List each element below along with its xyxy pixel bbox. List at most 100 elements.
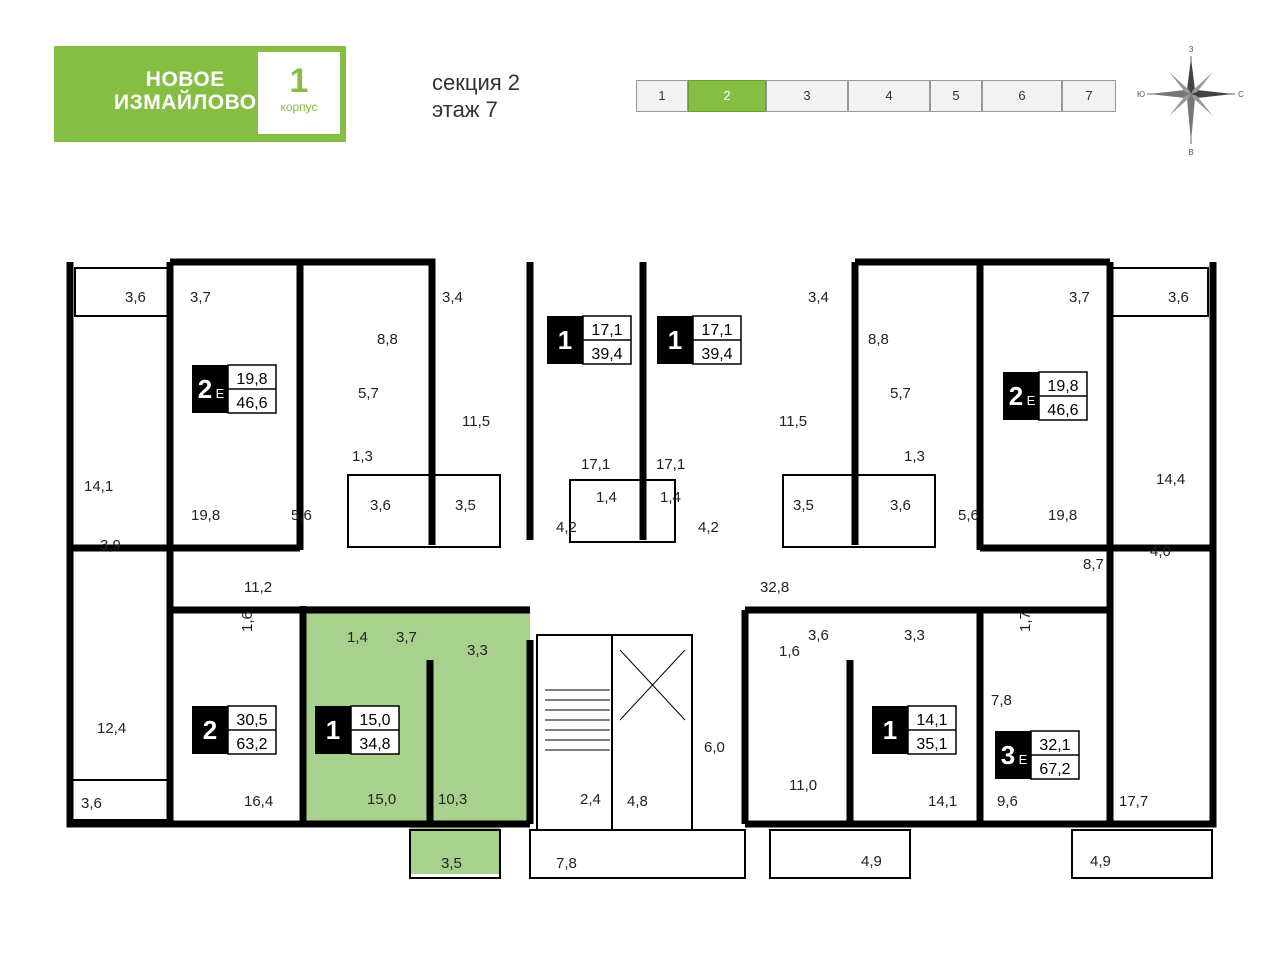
room-area: 14,1 (84, 478, 113, 495)
room-area: 3,6 (125, 289, 146, 306)
room-area: 11,0 (789, 777, 817, 794)
building-label: корпус (280, 100, 318, 114)
room-area: 1,3 (904, 448, 925, 465)
room-area: 14,4 (1156, 471, 1185, 488)
room-area: 16,4 (244, 793, 273, 810)
section-tab-1[interactable]: 1 (636, 80, 688, 112)
room-area: 1,7 (1017, 611, 1034, 632)
apt-rooms: 1 (668, 325, 682, 355)
compass-icon: З В Ю С (1137, 45, 1244, 156)
section-tab-5[interactable]: 5 (930, 80, 982, 112)
room-area: 4,9 (1090, 853, 1111, 870)
apt-rooms: 1 (326, 715, 340, 745)
apt-total-area: 46,6 (236, 395, 267, 412)
room-area: 7,8 (991, 692, 1012, 709)
apt-suffix: Е (1027, 393, 1036, 408)
compass-south: В (1188, 148, 1193, 156)
apt-rooms: 2 (203, 715, 217, 745)
room-area: 5,7 (358, 385, 379, 402)
room-area: 3,6 (808, 627, 829, 644)
room-area: 1,4 (347, 629, 368, 646)
apartment-badge[interactable]: 3 Е 32,1 67,2 (995, 730, 1080, 780)
apt-rooms: 1 (558, 325, 572, 355)
room-area: 12,4 (97, 720, 126, 737)
room-area: 3,6 (1168, 289, 1189, 306)
room-area: 9,6 (997, 793, 1018, 810)
room-area: 1,3 (352, 448, 373, 465)
room-area: 3,5 (455, 497, 476, 514)
apt-rooms: 1 (883, 715, 897, 745)
apartment-badge[interactable]: 1 17,1 39,4 (547, 315, 632, 365)
apt-living-area: 19,8 (1047, 378, 1078, 395)
room-area: 3,5 (441, 855, 462, 872)
staircase (545, 649, 686, 751)
room-area: 4,9 (861, 853, 882, 870)
room-area-labels: 3,6 3,7 3,4 3,4 3,7 3,6 8,8 8,8 5,7 5,7 … (81, 289, 1189, 872)
room-area: 1,6 (239, 611, 256, 632)
section-label: секция 2 (432, 70, 521, 95)
compass-north: З (1189, 45, 1194, 54)
room-area: 1,4 (660, 489, 681, 506)
logo-title: НОВОЕ ИЗМАЙЛОВО (114, 68, 257, 114)
room-area: 2,4 (580, 791, 601, 808)
section-tab-2[interactable]: 2 (688, 80, 766, 112)
room-area: 7,8 (556, 855, 577, 872)
room-area: 6,0 (704, 739, 725, 756)
apt-total-area: 39,4 (591, 346, 622, 363)
room-area: 14,1 (928, 793, 957, 810)
room-area: 8,8 (377, 331, 398, 348)
room-area: 3,5 (793, 497, 814, 514)
room-area: 1,4 (596, 489, 617, 506)
room-area: 3,4 (442, 289, 463, 306)
section-tab-6[interactable]: 6 (982, 80, 1062, 112)
room-area: 1,6 (779, 643, 800, 660)
room-area: 3,3 (904, 627, 925, 644)
room-area: 3,6 (81, 795, 102, 812)
apartment-badge[interactable]: 2 Е 19,8 46,6 (1003, 371, 1088, 421)
room-area: 3,3 (467, 642, 488, 659)
project-logo: НОВОЕ ИЗМАЙЛОВО 1 корпус (54, 46, 346, 142)
section-tab-4[interactable]: 4 (848, 80, 930, 112)
apartment-badge[interactable]: 2 30,5 63,2 (192, 705, 277, 755)
room-area: 19,8 (1048, 507, 1077, 524)
thin-walls (69, 267, 1213, 879)
room-area: 5,7 (890, 385, 911, 402)
room-area: 17,7 (1119, 793, 1148, 810)
room-area: 4,8 (627, 793, 648, 810)
apt-living-area: 19,8 (236, 371, 267, 388)
apt-total-area: 67,2 (1039, 761, 1070, 778)
room-area: 3,6 (890, 497, 911, 514)
compass-west: Ю (1137, 90, 1145, 99)
apartment-badge[interactable]: 2 Е 19,8 46,6 (192, 364, 277, 414)
apt-living-area: 15,0 (359, 712, 390, 729)
apartment-badge[interactable]: 1 17,1 39,4 (657, 315, 742, 365)
apt-rooms: 3 (1001, 740, 1015, 770)
apartment-badge-selected[interactable]: 1 15,0 34,8 (315, 705, 400, 755)
room-area: 5,6 (958, 507, 979, 524)
section-selector: 1 2 3 4 5 6 7 (636, 76, 1118, 116)
compass-east: С (1238, 90, 1244, 99)
room-area: 3,4 (808, 289, 829, 306)
apt-total-area: 34,8 (359, 736, 390, 753)
floor-label: этаж 7 (432, 97, 498, 122)
apt-living-area: 17,1 (701, 322, 732, 339)
apt-living-area: 32,1 (1039, 737, 1070, 754)
room-area: 3,6 (370, 497, 391, 514)
walls (66, 258, 1217, 828)
room-area: 3,7 (1069, 289, 1090, 306)
apt-total-area: 35,1 (916, 736, 947, 753)
room-area: 11,5 (462, 413, 490, 430)
room-area: 17,1 (656, 456, 685, 473)
apartment-badge[interactable]: 1 14,1 35,1 (872, 705, 957, 755)
section-tab-7[interactable]: 7 (1062, 80, 1116, 112)
apt-living-area: 30,5 (236, 712, 267, 729)
section-tab-3[interactable]: 3 (766, 80, 848, 112)
building-number: 1 (289, 62, 309, 100)
apt-living-area: 17,1 (591, 322, 622, 339)
apt-total-area: 39,4 (701, 346, 732, 363)
room-area: 4,0 (1150, 543, 1171, 560)
room-area: 5,6 (291, 507, 312, 524)
apt-suffix: Е (216, 386, 225, 401)
apt-rooms: 2 (1009, 381, 1023, 411)
